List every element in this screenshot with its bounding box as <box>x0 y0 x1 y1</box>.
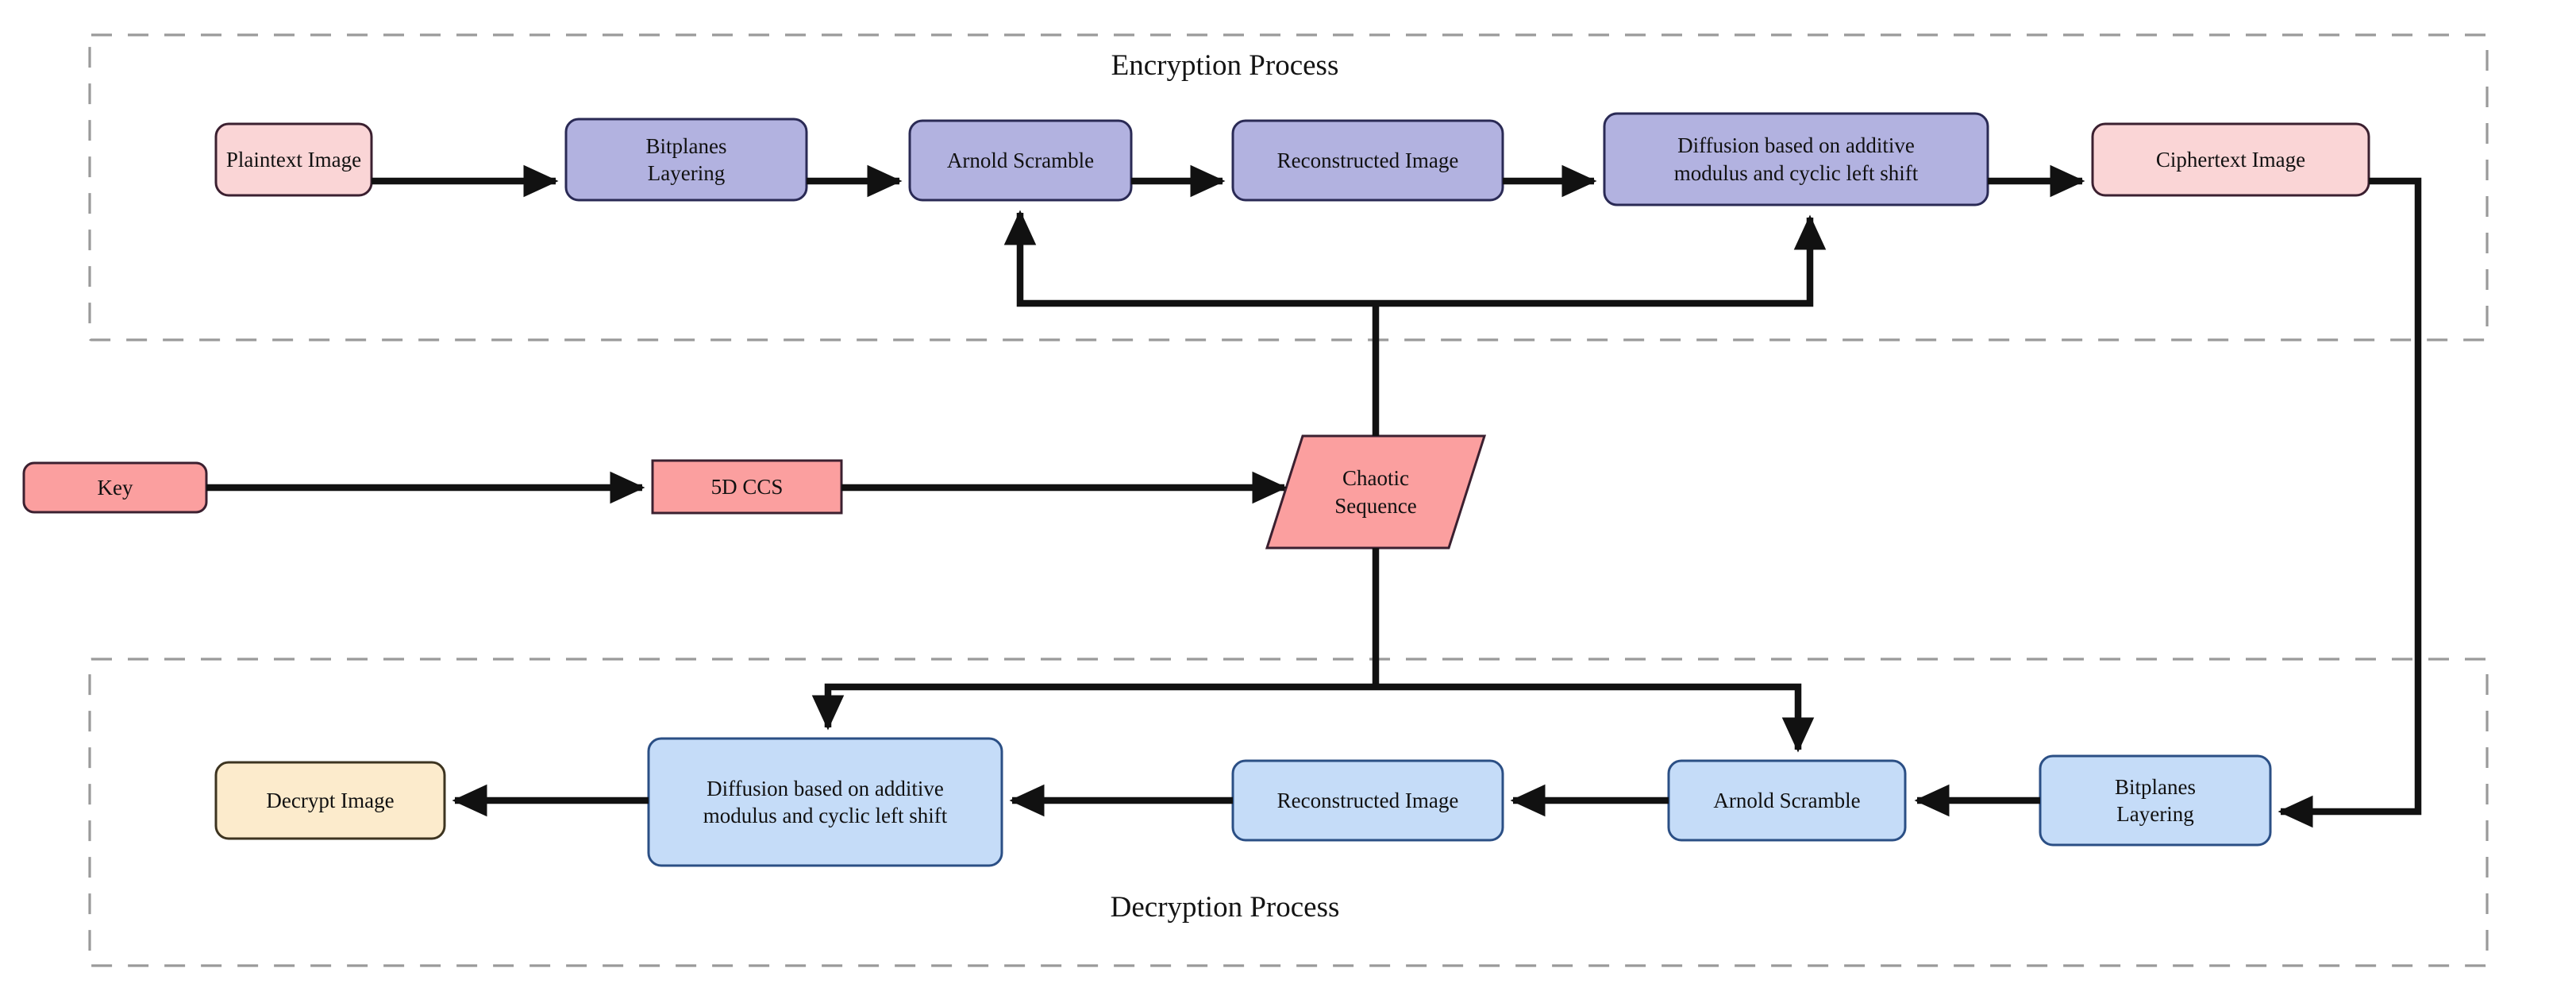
node-ciphertext-image[interactable] <box>2091 122 2370 197</box>
node-plaintext-image[interactable] <box>214 122 373 197</box>
node-arnold-scramble[interactable] <box>908 119 1133 202</box>
edge-chaotic-to-arnold-dec <box>1376 683 1815 753</box>
encryption-section-title: Encryption Process <box>1111 49 1339 82</box>
node-chaotic-sequence[interactable] <box>1265 434 1487 550</box>
node-arnold-scramble-dec[interactable] <box>1667 759 1907 842</box>
node-diffusion[interactable] <box>1603 112 1989 206</box>
node-decrypt-image[interactable] <box>214 761 446 840</box>
node-5d-ccs[interactable] <box>651 459 843 515</box>
node-bitplanes-layering[interactable] <box>564 118 808 202</box>
node-diffusion-dec[interactable] <box>647 737 1003 867</box>
node-reconstructed-image[interactable] <box>1231 119 1504 202</box>
edge-chaotic-to-arnold <box>1003 210 1376 307</box>
edge-chaotic-to-diffusion-dec <box>811 683 1376 731</box>
node-bitplanes-layering-dec[interactable] <box>2039 754 2272 847</box>
decryption-section-title: Decryption Process <box>1110 891 1340 924</box>
edge-chaotic-to-diffusion <box>1376 214 1827 307</box>
node-key[interactable] <box>22 461 208 514</box>
node-reconstructed-image-dec[interactable] <box>1231 759 1504 842</box>
edge-ciphertext-to-bitplanes-dec <box>2278 177 2422 828</box>
